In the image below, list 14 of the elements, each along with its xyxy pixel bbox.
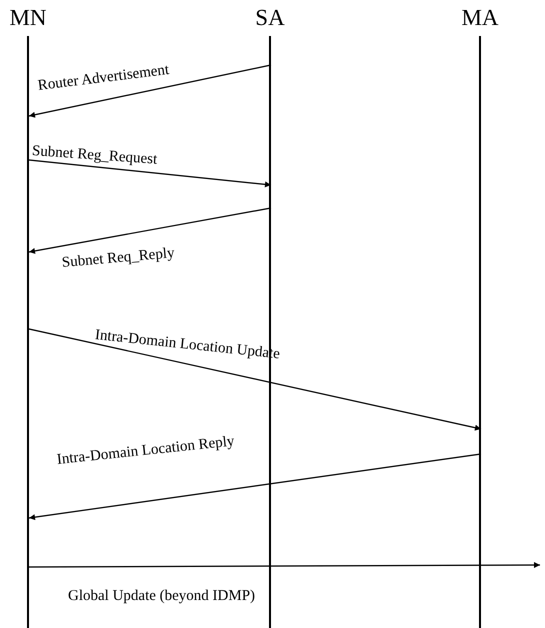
message-label: Subnet Req_Reply — [61, 245, 176, 272]
message-arrow — [28, 207, 272, 254]
message-arrow — [28, 64, 272, 118]
participant-label: MA — [460, 4, 500, 32]
message-arrow — [29, 562, 540, 568]
message-arrow — [28, 328, 482, 431]
message-label: Subnet Reg_Request — [31, 143, 158, 169]
message-label: Global Update (beyond IDMP) — [68, 588, 256, 605]
message-arrow — [28, 453, 482, 520]
participant-label: MN — [8, 4, 48, 32]
message-arrow — [28, 159, 272, 188]
message-label: Router Advertisement — [36, 62, 170, 95]
message-label: Intra-Domain Location Reply — [56, 433, 236, 469]
participant-label: SA — [254, 4, 286, 32]
